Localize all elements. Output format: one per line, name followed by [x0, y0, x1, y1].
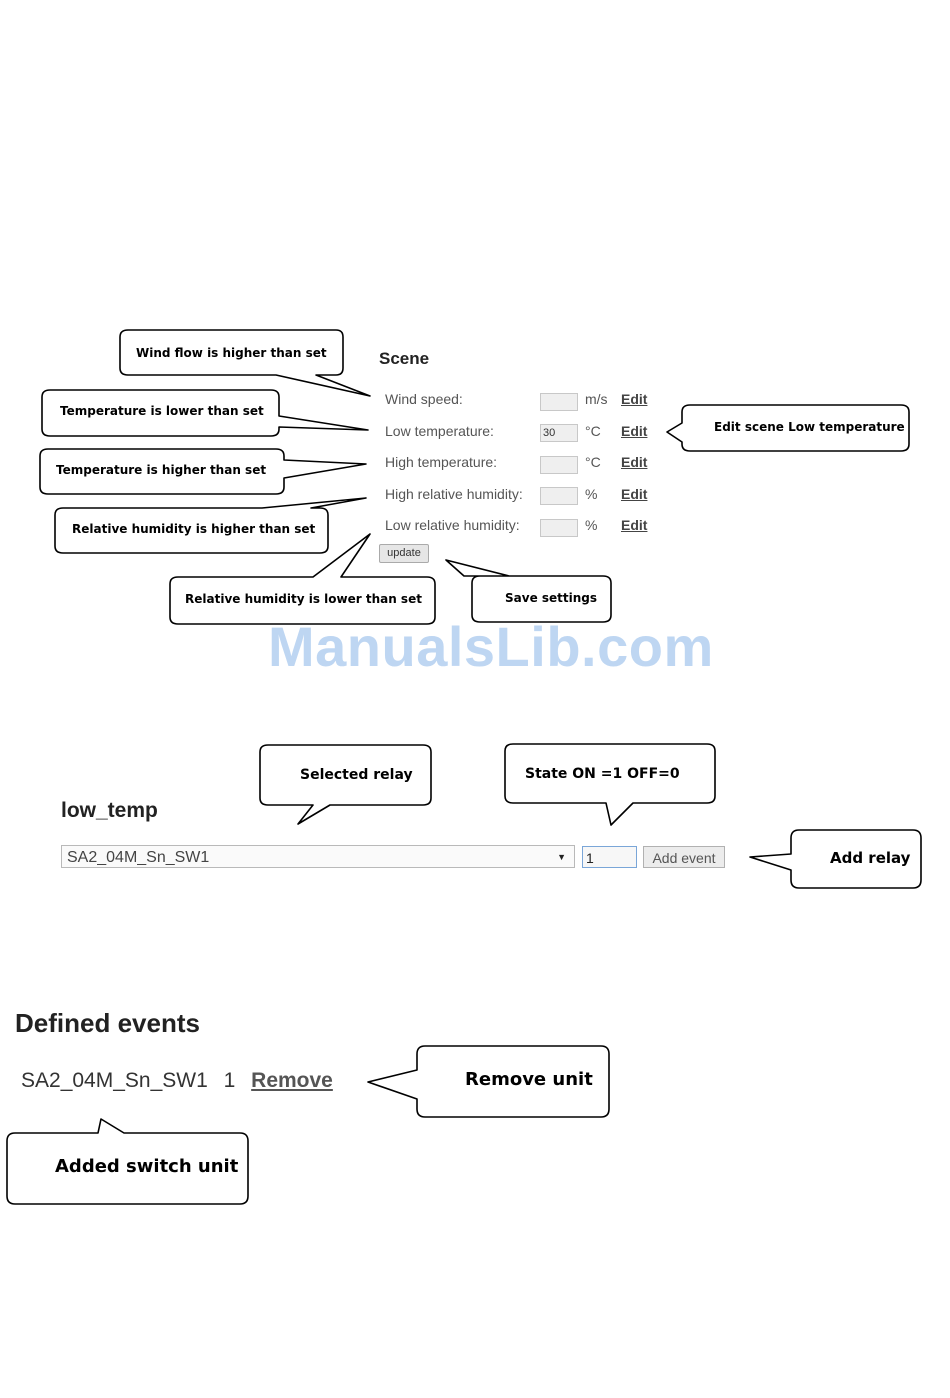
event-row: SA2_04M_Sn_SW1 1 Remove — [21, 1069, 333, 1093]
callout-rh-high-text: Relative humidity is higher than set — [72, 522, 316, 536]
wind-speed-unit: m/s — [585, 391, 608, 407]
callout-rh-high-bubble — [54, 497, 367, 554]
callout-rh-low-bubble — [169, 533, 436, 625]
scene-heading: Scene — [379, 349, 430, 368]
event-state: 1 — [223, 1069, 236, 1092]
callout-wind-bubble — [119, 329, 371, 397]
callout-edit-low-bubble — [666, 404, 910, 452]
low-humidity-label: Low relative humidity: — [385, 517, 520, 533]
low-temperature-field[interactable]: 30 — [540, 424, 578, 442]
relay-select-value: SA2_04M_Sn_SW1 — [67, 849, 210, 866]
low-temperature-unit: °C — [585, 423, 601, 439]
state-input[interactable]: 1 — [582, 846, 637, 868]
watermark: ManualsLib.com — [268, 615, 714, 678]
low-temperature-label: Low temperature: — [385, 423, 494, 439]
high-temperature-field[interactable] — [540, 456, 578, 474]
callout-added-switch-text: Added switch unit — [55, 1156, 239, 1177]
high-humidity-unit: % — [585, 486, 598, 502]
callout-temp-high-text: Temperature is higher than set — [56, 463, 267, 477]
relay-select[interactable]: SA2_04M_Sn_SW1 ▼ — [61, 845, 575, 868]
high-temperature-unit: °C — [585, 454, 601, 470]
update-button[interactable]: update — [379, 544, 429, 563]
callout-selected-relay-bubble — [259, 744, 432, 825]
callout-selected-relay-text: Selected relay — [300, 767, 413, 783]
callout-state-text: State ON =1 OFF=0 — [525, 766, 680, 782]
low-temperature-edit-link[interactable]: Edit — [621, 423, 648, 439]
callout-temp-low-bubble — [41, 389, 369, 437]
high-humidity-field[interactable] — [540, 487, 578, 505]
callout-save-text: Save settings — [505, 591, 598, 605]
callout-temp-low-text: Temperature is lower than set — [60, 404, 264, 418]
low-humidity-unit: % — [585, 517, 598, 533]
wind-speed-edit-link[interactable]: Edit — [621, 391, 648, 407]
callout-rh-low-text: Relative humidity is lower than set — [185, 592, 422, 606]
add-event-button[interactable]: Add event — [643, 846, 725, 868]
wind-speed-label: Wind speed: — [385, 391, 463, 407]
callout-state-bubble — [504, 743, 716, 826]
low-humidity-field[interactable] — [540, 519, 578, 537]
callout-wind-text: Wind flow is higher than set — [136, 346, 327, 360]
remove-link[interactable]: Remove — [251, 1069, 333, 1092]
high-humidity-label: High relative humidity: — [385, 486, 523, 502]
high-temperature-edit-link[interactable]: Edit — [621, 454, 648, 470]
high-humidity-edit-link[interactable]: Edit — [621, 486, 648, 502]
callout-add-relay-bubble — [749, 829, 922, 889]
event-unit-name: SA2_04M_Sn_SW1 — [21, 1069, 208, 1092]
callout-added-switch-bubble — [6, 1118, 249, 1205]
callout-remove-unit-bubble — [367, 1045, 610, 1118]
callout-temp-high-bubble — [39, 448, 367, 495]
relay-title: low_temp — [61, 799, 158, 822]
chevron-down-icon: ▼ — [557, 852, 566, 862]
callout-save-bubble — [445, 559, 612, 623]
low-humidity-edit-link[interactable]: Edit — [621, 517, 648, 533]
high-temperature-label: High temperature: — [385, 454, 498, 470]
callout-remove-unit-text: Remove unit — [465, 1069, 593, 1090]
callout-add-relay-text: Add relay — [830, 849, 911, 867]
wind-speed-field[interactable] — [540, 393, 578, 411]
callout-edit-low-text: Edit scene Low temperature — [714, 420, 905, 434]
defined-events-heading: Defined events — [15, 1008, 200, 1038]
